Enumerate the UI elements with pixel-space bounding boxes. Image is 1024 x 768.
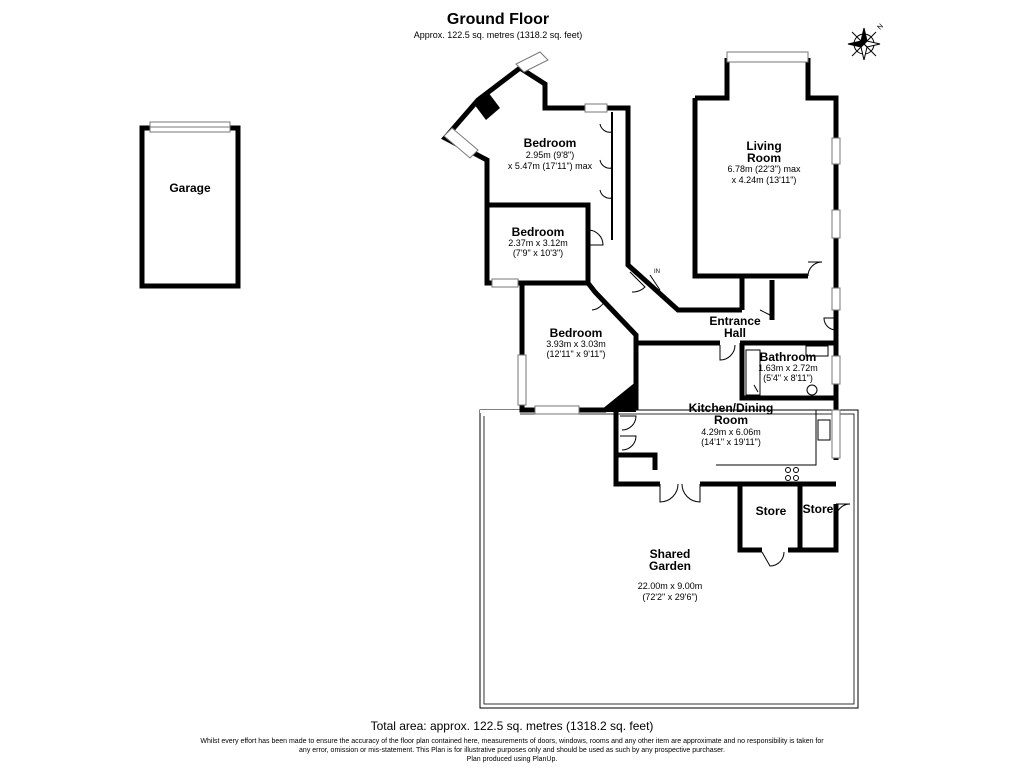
compass-north-label: N	[876, 23, 885, 32]
bathroom-fixtures	[745, 345, 829, 396]
door-swings	[587, 229, 851, 567]
chimney-block	[604, 385, 636, 412]
bedroom-3-name: Bedroom	[549, 326, 603, 340]
windows	[443, 51, 841, 459]
kitchen-dim1: 4.29m x 6.06m	[701, 427, 761, 437]
disclaimer-line-2: any error, omission or mis-statement. Th…	[299, 747, 725, 754]
plan-title: Ground Floor	[446, 11, 550, 28]
bedroom-2-dim2: (7'9" x 10'3")	[512, 248, 564, 258]
garage-label: Garage	[169, 181, 211, 195]
entrance-hall-name-1: Entrance	[709, 314, 761, 328]
garden-dim1: 22.00m x 9.00m	[637, 581, 703, 591]
disclaimer-line-1: Whilst every effort has been made to ens…	[200, 738, 824, 745]
bedroom-3-dim2: (12'11" x 9'11")	[546, 349, 606, 359]
bedroom-2-dim1: 2.37m x 3.12m	[508, 238, 568, 248]
bedroom-3-dim1: 3.93m x 3.03m	[546, 339, 606, 349]
garden-edge-gap	[480, 410, 520, 416]
entrance-hall-name-2: Hall	[723, 326, 746, 340]
bathroom-dim2: (5'4" x 8'11")	[763, 373, 813, 383]
cupboard-doors	[620, 415, 637, 451]
kitchen-name-2: Room	[714, 413, 748, 427]
garage-walls	[139, 121, 241, 289]
bay-pillar	[474, 92, 500, 120]
kitchen-counter	[716, 410, 832, 483]
store-2-label: Store	[802, 502, 834, 516]
wardrobe-doors	[599, 112, 613, 240]
entrance-marker: IN	[654, 269, 660, 275]
compass-icon	[847, 27, 881, 61]
total-area: Total area: approx. 122.5 sq. metres (13…	[370, 719, 654, 733]
kitchen-dim2: (14'1" x 19'11")	[701, 437, 761, 447]
kitchen-name-1: Kitchen/Dining	[688, 401, 774, 415]
living-room-name-2: Room	[747, 151, 781, 165]
bedroom-1-dim1: 2.95m (9'8")	[525, 150, 575, 160]
bedroom-1-dim2: x 5.47m (17'11") max	[507, 161, 593, 171]
disclaimer-line-3: Plan produced using PlanUp.	[466, 756, 558, 763]
building-walls	[441, 58, 839, 553]
store-1-label: Store	[755, 504, 787, 518]
bedroom-2-name: Bedroom	[511, 225, 565, 239]
garden-name-2: Garden	[648, 559, 691, 573]
garden-name-1: Shared	[649, 547, 691, 561]
garden-dim2: (72'2" x 29'6")	[642, 592, 698, 602]
living-room-name-1: Living	[746, 139, 782, 153]
bedroom-1-name: Bedroom	[523, 136, 577, 150]
bathroom-name: Bathroom	[759, 350, 817, 364]
bathroom-dim1: 1.63m x 2.72m	[758, 363, 818, 373]
living-room-dim2: x 4.24m (13'11")	[731, 175, 797, 185]
living-room-dim1: 6.78m (22'3") max	[727, 164, 801, 174]
plan-area: Approx. 122.5 sq. metres (1318.2 sq. fee…	[413, 30, 583, 40]
